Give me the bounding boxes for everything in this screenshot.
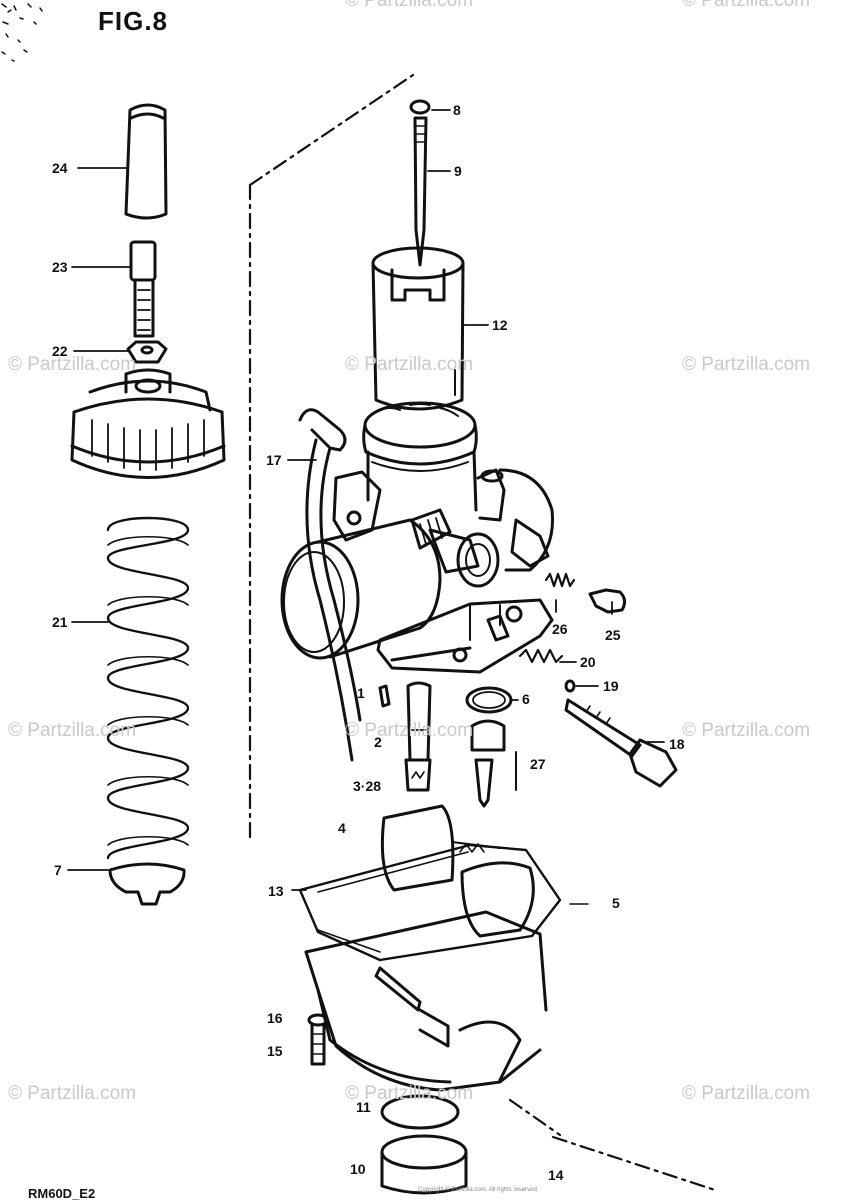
callout-14: 14 (548, 1167, 564, 1183)
o-ring-icon (564, 679, 576, 693)
valve-seat-icon (470, 719, 517, 808)
callout-11: 11 (356, 1099, 371, 1115)
watermark: © Partzilla.com (8, 354, 137, 375)
callout-12: 12 (492, 317, 508, 333)
watermark: © Partzilla.com (345, 1083, 474, 1104)
watermark: © Partzilla.com (8, 720, 137, 741)
callout-21: 21 (52, 614, 68, 630)
leader-lines (67, 109, 665, 891)
needle-jet-icon (406, 681, 432, 762)
copyright-text: Copyright © Partzilla.com. All rights re… (418, 1187, 539, 1193)
watermark: © Partzilla.com (682, 354, 811, 375)
callout-19: 19 (603, 678, 619, 694)
callout-4: 4 (338, 820, 346, 836)
gasket-icon (380, 1094, 460, 1130)
main-jet-icon (404, 758, 432, 792)
jet-icon (378, 684, 391, 708)
screw-icon (307, 1013, 329, 1066)
clip-icon (409, 99, 431, 115)
spring-icon (544, 572, 576, 588)
callout-15: 15 (267, 1043, 283, 1059)
callout-10: 10 (350, 1161, 366, 1177)
nut-icon (126, 340, 168, 364)
callout-26: 26 (552, 621, 568, 637)
adjusting-screw-icon (564, 698, 678, 788)
callout-8: 8 (453, 102, 461, 118)
callout-17: 17 (266, 452, 282, 468)
figure-title: FIG.8 (98, 6, 169, 36)
drain-plug-icon (380, 1134, 468, 1195)
callout-13: 13 (268, 883, 284, 899)
callout-27: 27 (530, 756, 546, 772)
callout-1: 1 (357, 685, 365, 701)
watermark: © Partzilla.com (682, 720, 811, 741)
callout-6: 6 (522, 691, 530, 707)
cable-boot-icon (124, 103, 168, 220)
carburetor-cap-icon (70, 368, 226, 479)
watermark: © Partzilla.com (345, 720, 474, 741)
cable-end-icon (108, 862, 186, 906)
spring-icon (106, 516, 190, 860)
carburetor-body-icon (280, 401, 555, 674)
watermark: © Partzilla.com (345, 0, 474, 11)
float-icon (380, 804, 501, 892)
model-code: RM60D_E2 (28, 1186, 96, 1201)
watermark: © Partzilla.com (8, 1083, 137, 1104)
callout-20: 20 (580, 654, 596, 670)
cable-adjuster-icon (129, 240, 157, 338)
vent-hose-icon (298, 408, 362, 762)
throttle-valve-icon (371, 246, 465, 411)
scan-noise (1, 3, 43, 62)
spring-icon (518, 648, 564, 664)
callout-23: 23 (52, 259, 68, 275)
callout-24: 24 (52, 160, 68, 176)
dash-dot-frame (248, 73, 717, 1192)
callout-5: 5 (612, 895, 620, 911)
callout-2: 2 (374, 734, 382, 750)
watermark: © Partzilla.com (682, 1083, 811, 1104)
callout-7: 7 (54, 862, 62, 878)
callout-25: 25 (605, 627, 621, 643)
jet-needle-icon (413, 116, 428, 267)
callout-22: 22 (52, 343, 68, 359)
callout-9: 9 (454, 163, 462, 179)
o-ring-icon (465, 686, 513, 714)
callout-3-28: 3·28 (353, 778, 382, 794)
watermark: © Partzilla.com (345, 354, 474, 375)
float-chamber-icon (304, 861, 589, 1092)
watermark: © Partzilla.com (682, 0, 811, 11)
callout-16: 16 (267, 1010, 283, 1026)
gasket-icon (298, 843, 562, 962)
callout-18: 18 (669, 736, 685, 752)
screw-icon (588, 588, 627, 614)
